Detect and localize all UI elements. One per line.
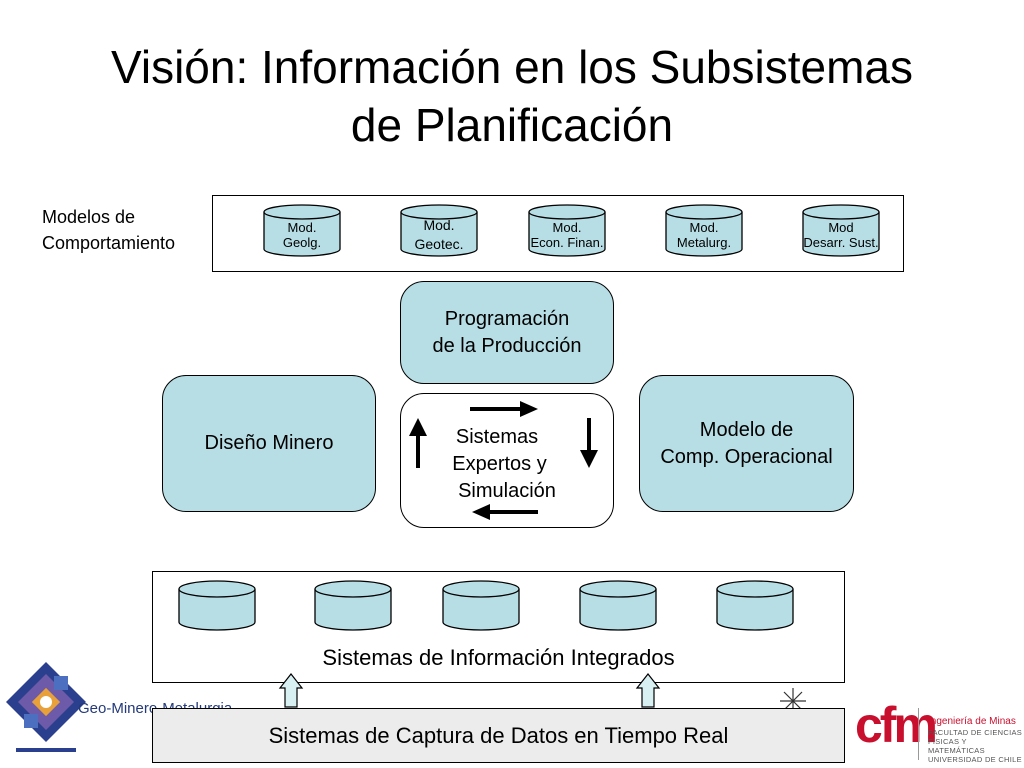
cylinder-label-line: Metalurg. [676,235,732,250]
integrated-systems-label: Sistemas de Información Integrados [322,645,675,670]
faculty-name: FACULTAD DE CIENCIAS FÍSICAS Y MATEMÁTIC… [928,728,1024,764]
cylinder-label-line: Mod [828,220,854,235]
models-container [212,195,904,272]
cylinder-label-desarr: Mod Desarr. Sust. [791,220,891,250]
logo-divider [918,708,919,760]
models-label: Modelos de Comportamiento [42,204,175,256]
cylinder-label-line: Geotec. [414,236,464,252]
cylinder-geolg [263,204,341,257]
cylinder-label-line: Mod. [689,220,719,235]
sistemas-expertos-box: Sistemas Expertos y Simulación [400,393,614,528]
capture-systems-label: Sistemas de Captura de Datos en Tiempo R… [268,722,729,748]
sistemas-line-2: Expertos y [452,453,547,475]
models-label-line-2: Comportamiento [42,233,176,253]
programacion-box: Programación de la Producción [400,281,614,384]
cylinder-label-metalurg: Mod. Metalurg. [664,220,744,250]
diseno-minero-box: Diseño Minero [162,375,376,512]
cylinder-econ [528,204,606,257]
capture-systems-box: Sistemas de Captura de Datos en Tiempo R… [152,708,845,763]
faculty-line-2: FÍSICAS Y MATEMÁTICAS [928,737,985,755]
modelo-operacional-box: Modelo de Comp. Operacional [639,375,854,512]
cylinder-label-line: Mod. [287,220,317,235]
modelo-line-1: Modelo de [699,418,794,441]
cylinder-label-econ: Mod. Econ. Finan. [517,220,617,250]
sistemas-line-3: Simulación [458,480,556,502]
cylinder-label-line: Geolg. [282,235,322,250]
cylinder-label-line: Mod. [552,220,582,235]
title-line-2: de Planificación [350,99,674,151]
cylinder-label-line: Desarr. Sust. [803,235,879,250]
slide-title: Visión: Información en los Subsistemas d… [0,38,1024,154]
geo-minero-logo-icon [6,662,86,752]
faculty-line-3: UNIVERSIDAD DE CHILE [928,755,1022,764]
sistemas-line-1: Sistemas [455,426,539,448]
programacion-line-1: Programación [444,307,570,330]
programacion-line-2: de la Producción [432,334,582,357]
title-line-1: Visión: Información en los Subsistemas [111,41,913,93]
ingenieria-minas-title: Ingeniería de Minas [928,716,1016,727]
cylinder-desarr [802,204,880,257]
cylinder-label-geolg: Mod. Geolg. [262,220,342,250]
cfm-logo-text: cfm [855,697,938,753]
models-label-line-1: Modelos de [42,207,136,227]
modelo-line-2: Comp. Operacional [660,445,833,468]
cylinder-label-line: Econ. Finan. [530,235,604,250]
cylinder-metalurg [665,204,743,257]
cylinder-label-geotec: Mod. Geotec. [399,216,479,254]
diseno-minero-label: Diseño Minero [204,432,334,454]
cylinder-label-line: Mod. [423,217,455,233]
cylinder-geotec [400,204,478,257]
faculty-line-1: FACULTAD DE CIENCIAS [928,728,1023,737]
